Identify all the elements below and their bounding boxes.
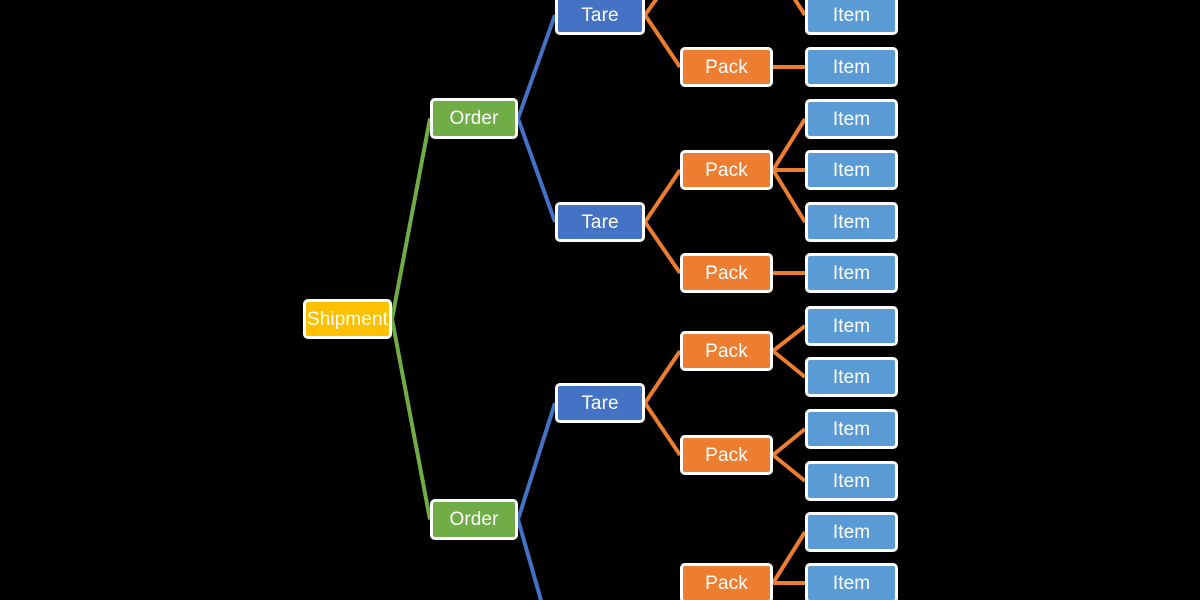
node-label: Item [832,418,871,440]
node-item-item4[interactable]: Item [805,150,898,190]
node-label: Item [832,366,871,388]
node-label: Item [832,108,871,130]
node-order-order1[interactable]: Order [430,98,518,139]
node-tare-tare3[interactable]: Tare [555,383,645,423]
node-item-item10[interactable]: Item [805,461,898,501]
edge-pack5-to-item9 [771,427,807,457]
node-label: Order [449,108,499,129]
node-label: Pack [705,572,748,594]
node-label: Item [832,572,871,594]
edge-pack2-to-item3 [771,117,807,172]
node-label: Tare [581,392,619,414]
node-label: Shipment [306,308,389,330]
node-label: Item [832,159,871,181]
node-label: Pack [705,56,748,78]
node-pack-pack1[interactable]: Pack [680,47,773,87]
node-label: Item [832,315,871,337]
edge-order2-to-tare3 [516,402,557,521]
edge-pack4-to-item8 [771,349,807,379]
node-item-item12[interactable]: Item [805,563,898,600]
node-label: Pack [705,159,748,181]
node-pack-pack6[interactable]: Pack [680,563,773,600]
node-label: Pack [705,444,748,466]
node-label: Item [832,4,871,26]
node-label: Tare [581,211,619,233]
node-shipment-shipment1[interactable]: Shipment [303,299,392,339]
node-tare-tare2[interactable]: Tare [555,202,645,242]
node-label: Item [832,211,871,233]
node-label: Item [832,56,871,78]
node-label: Tare [581,4,619,26]
node-pack-pack4[interactable]: Pack [680,331,773,371]
node-pack-pack2[interactable]: Pack [680,150,773,190]
edge-tare2-to-pack2 [643,168,682,224]
edge-shipment1-to-order1 [390,118,432,320]
node-item-item5[interactable]: Item [805,202,898,242]
edge-pack6-to-item11 [771,530,807,585]
node-item-item11[interactable]: Item [805,512,898,552]
edge-pack4-to-item7 [771,324,807,353]
node-item-item8[interactable]: Item [805,357,898,397]
node-item-item6[interactable]: Item [805,253,898,293]
node-label: Pack [705,262,748,284]
node-label: Item [832,470,871,492]
node-item-item7[interactable]: Item [805,306,898,346]
node-item-item9[interactable]: Item [805,409,898,449]
edge-tare2-to-pack3 [643,220,682,275]
edge-order2-to-tare4_offscreen [516,518,543,600]
edge-tare3-to-pack5 [643,401,682,457]
edge-tare1-to-pack0 [643,0,659,17]
edge-order1-to-tare2 [516,117,557,223]
node-pack-pack5[interactable]: Pack [680,435,773,475]
node-item-item3[interactable]: Item [805,99,898,139]
edge-tare1-to-pack1 [643,13,682,69]
edge-order1-to-tare1 [516,14,557,120]
edge-pack2-to-item5 [771,168,807,224]
edge-pack0-to-item1 [792,0,807,17]
node-pack-pack3[interactable]: Pack [680,253,773,293]
edge-shipment1-to-order2 [390,318,432,520]
node-label: Pack [705,340,748,362]
node-item-item1[interactable]: Item [805,0,898,35]
edge-pack5-to-item10 [771,453,807,483]
node-label: Item [832,262,871,284]
edge-tare3-to-pack4 [643,349,682,405]
node-label: Item [832,521,871,543]
node-order-order2[interactable]: Order [430,499,518,540]
node-tare-tare1[interactable]: Tare [555,0,645,35]
node-item-item2[interactable]: Item [805,47,898,87]
node-label: Order [449,509,499,530]
